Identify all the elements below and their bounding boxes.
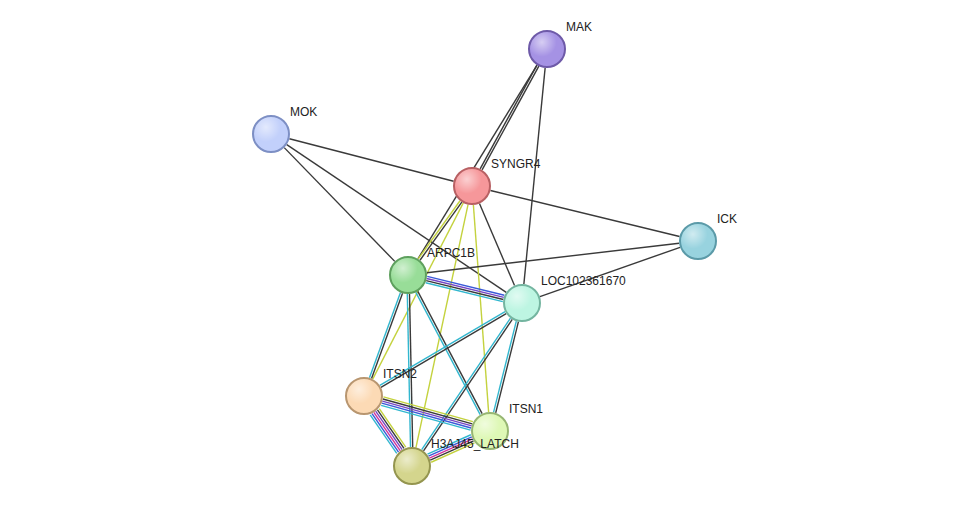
interaction-edge [426,276,505,301]
node-label: ICK [717,212,737,226]
protein-node: SYNGR4 [453,167,491,205]
evidence-line [416,292,480,414]
evidence-line [540,247,680,296]
interaction-edge [480,65,539,170]
evidence-line [374,412,401,451]
node-label: MOK [290,105,317,119]
node-label: ITSN2 [383,367,417,381]
interaction-edge [479,203,514,285]
interaction-edge [494,321,519,413]
interaction-edge [524,68,545,284]
evidence-line [372,293,403,378]
interaction-edge [540,247,680,296]
evidence-line [424,319,513,451]
evidence-line [482,66,539,170]
interaction-edge [416,291,482,414]
evidence-line [524,68,545,284]
evidence-line [289,139,453,181]
node-label: MAK [566,20,592,34]
evidence-line [480,65,537,169]
node-label: LOC102361670 [541,274,626,288]
evidence-line [494,321,517,412]
interaction-edge [490,190,679,236]
node-label: SYNGR4 [491,157,540,171]
protein-node: MAK [528,30,566,68]
evidence-line [426,281,503,300]
node-label: H3AJ45_LATCH [431,437,519,451]
protein-node: ARPC1B [389,256,427,294]
evidence-line [370,415,397,454]
interaction-edge [380,312,506,388]
protein-node: ICK [679,222,717,260]
protein-node: MOK [252,115,290,153]
interaction-edge [284,148,395,262]
interaction-edge [289,139,453,181]
protein-node: LOC102361670 [503,284,541,322]
evidence-line [422,318,511,450]
evidence-line [380,312,505,386]
evidence-line [383,399,472,424]
evidence-line [382,403,471,428]
evidence-line [379,409,406,448]
evidence-line [427,278,504,297]
protein-node: ITSN2 [345,377,383,415]
interaction-edge [381,397,473,430]
evidence-line [473,205,488,412]
interaction-edge [369,292,402,378]
evidence-line [382,401,471,426]
node-label: ARPC1B [427,246,475,260]
evidence-line [376,411,403,450]
evidence-line [284,148,395,262]
evidence-line [381,314,506,388]
node-label: ITSN1 [509,402,543,416]
interaction-edge [473,205,488,412]
interaction-edge [427,243,679,273]
evidence-line [479,203,514,285]
evidence-line [427,243,679,273]
interaction-edge [422,318,513,451]
interaction-edge [370,409,406,454]
evidence-line [377,410,404,449]
evidence-line [418,291,482,413]
protein-node: H3AJ45_LATCH [393,447,431,485]
evidence-line [369,292,400,377]
evidence-line [426,283,503,302]
evidence-line [381,405,470,430]
evidence-line [490,190,679,236]
evidence-line [372,414,399,453]
